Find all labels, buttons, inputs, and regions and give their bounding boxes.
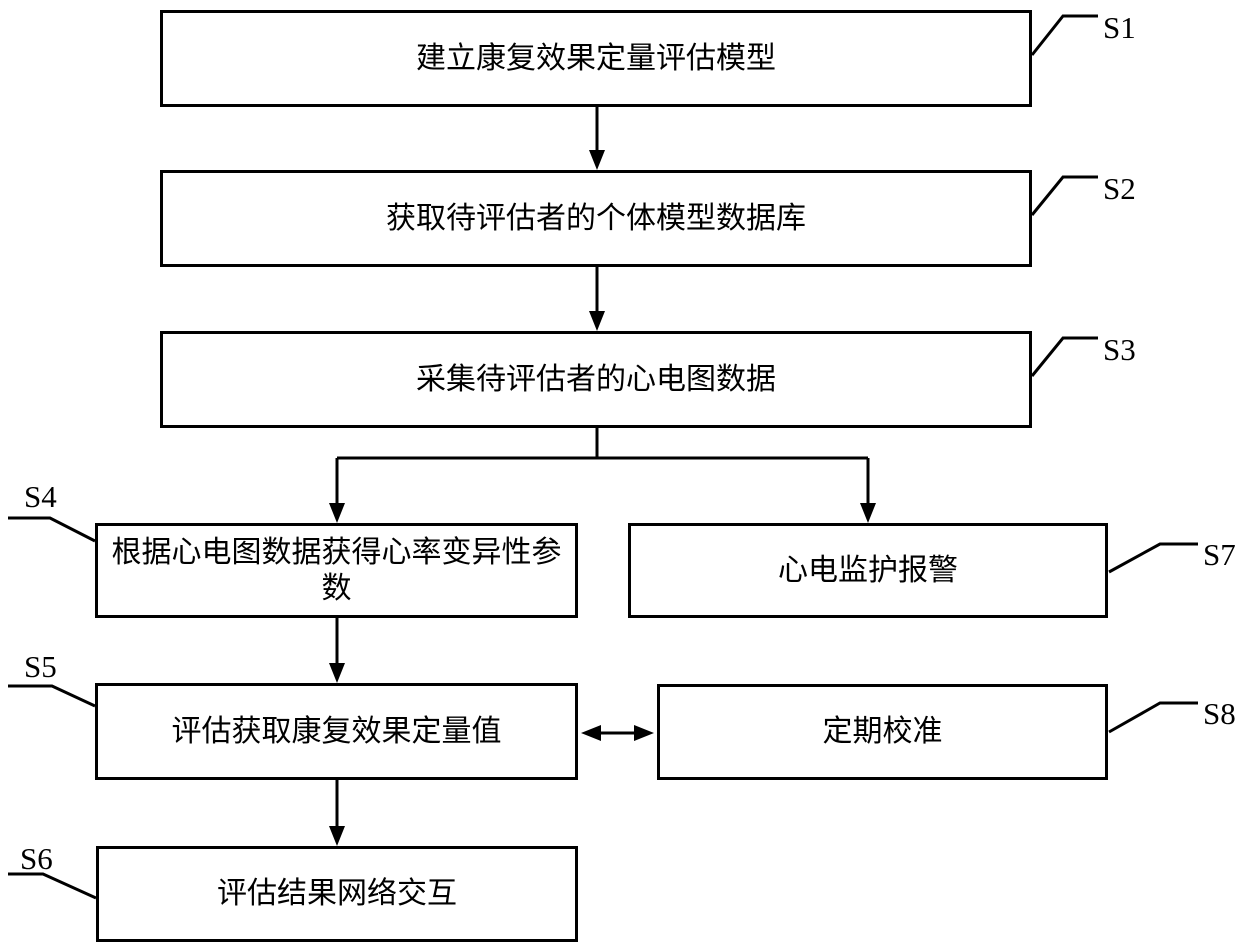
step-box-s8-text: 定期校准 [822, 715, 943, 748]
leader-s8 [1108, 701, 1198, 734]
arrow-s1-s2 [589, 107, 605, 170]
leader-s2 [1030, 175, 1098, 216]
branch-s3-split [329, 428, 876, 523]
step-box-s5: 评估获取康复效果定量值 [95, 683, 578, 780]
double-arrow-s5-s8 [581, 725, 654, 741]
leader-s5 [8, 684, 96, 708]
step-label-s7: S7 [1203, 537, 1236, 572]
step-box-s4-text: 根据心电图数据获得心率变异性参数 [111, 535, 562, 605]
step-label-s2: S2 [1103, 171, 1136, 206]
arrow-s4-s5 [329, 618, 345, 683]
step-box-s7-text: 心电监护报警 [778, 553, 958, 587]
step-box-s7: 心电监护报警 [628, 523, 1108, 618]
step-box-s1-text: 建立康复效果定量评估模型 [416, 41, 776, 75]
leader-s7 [1108, 542, 1198, 574]
step-box-s3: 采集待评估者的心电图数据 [160, 331, 1032, 428]
step-box-s6-text: 评估结果网络交互 [217, 877, 457, 910]
step-label-s1: S1 [1103, 10, 1136, 45]
step-box-s8: 定期校准 [657, 684, 1108, 780]
step-box-s3-text: 采集待评估者的心电图数据 [416, 362, 776, 396]
arrow-s1-s2-head [589, 150, 605, 170]
step-box-s6: 评估结果网络交互 [96, 846, 578, 942]
step-box-s5-text: 评估获取康复效果定量值 [171, 714, 502, 748]
arrow-s4-s5-head [329, 663, 345, 683]
step-label-s8: S8 [1203, 696, 1236, 731]
leader-s3 [1030, 336, 1098, 377]
arrow-s2-s3 [589, 267, 605, 331]
step-label-s3: S3 [1103, 332, 1136, 367]
arrow-s2-s3-head [589, 311, 605, 331]
leader-s1 [1030, 14, 1098, 56]
step-box-s4: 根据心电图数据获得心率变异性参数 [95, 523, 578, 618]
arrow-s5-s6 [329, 780, 345, 846]
step-label-s4: S4 [24, 479, 57, 514]
leader-s6 [8, 872, 97, 900]
step-label-s5: S5 [24, 649, 57, 684]
arrow-s5-s6-head [329, 826, 345, 846]
double-arrow-left-head [581, 725, 601, 741]
leader-s4 [8, 516, 96, 543]
arrow-s3-s4-head [329, 503, 345, 523]
step-box-s2-text: 获取待评估者的个体模型数据库 [386, 201, 806, 235]
step-box-s2: 获取待评估者的个体模型数据库 [160, 170, 1032, 267]
step-box-s1: 建立康复效果定量评估模型 [160, 10, 1032, 107]
double-arrow-right-head [634, 725, 654, 741]
step-label-s6: S6 [20, 841, 53, 876]
arrow-s3-s7-head [860, 503, 876, 523]
